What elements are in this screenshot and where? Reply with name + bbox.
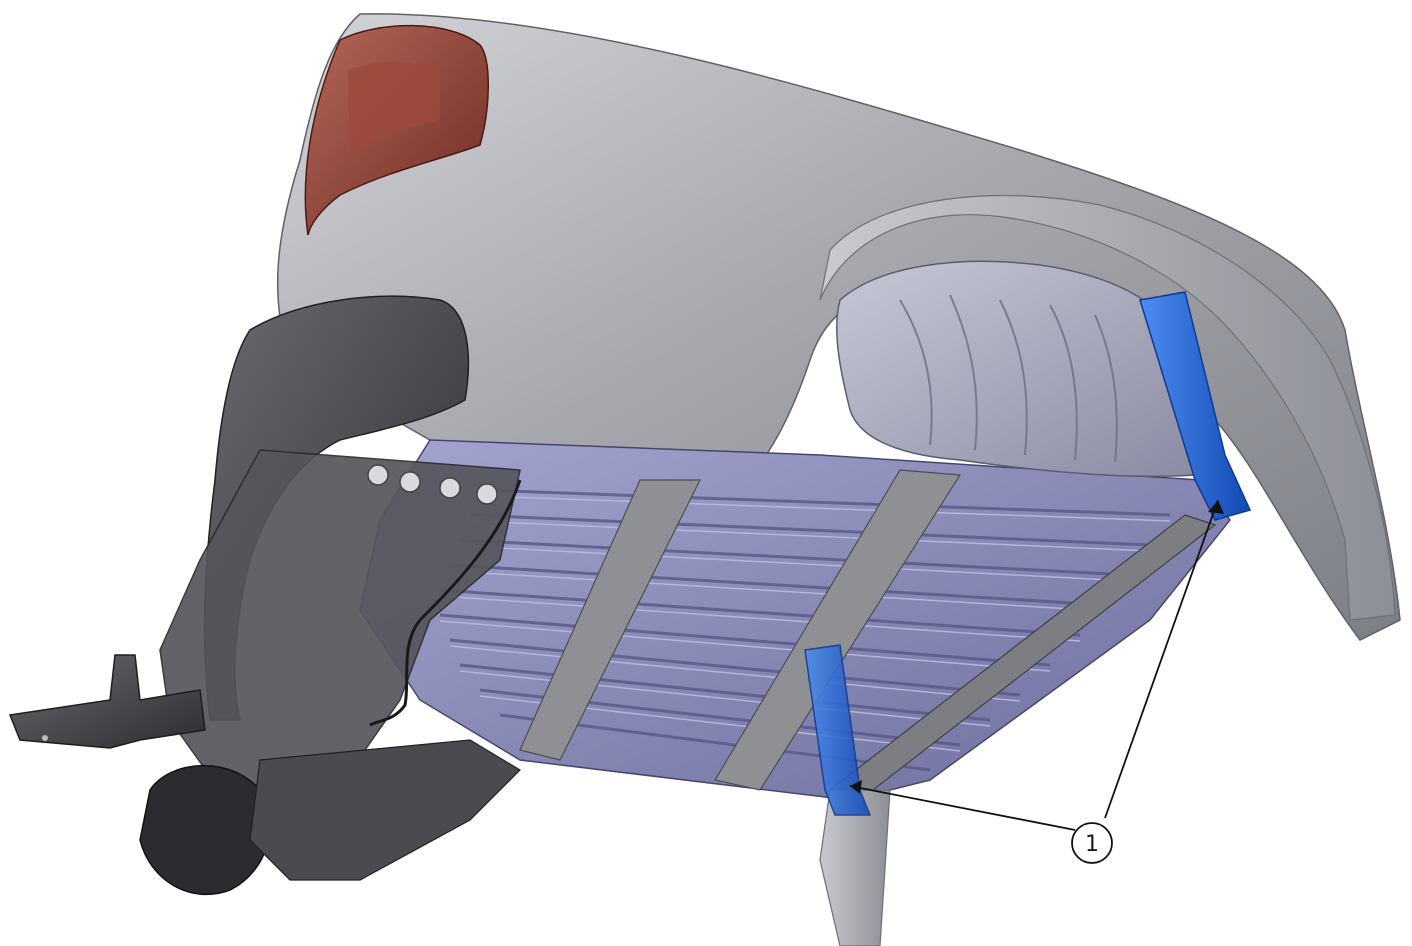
- rear-bumper-underside: [249, 739, 521, 881]
- hitch-pin-hole: [42, 735, 48, 741]
- tie-down-bolts: [367, 464, 498, 505]
- wiring-harness: [369, 479, 522, 727]
- wheel-arch-rim: [819, 194, 1396, 621]
- leader-arrowhead-upper: [1208, 500, 1224, 514]
- callout-circle: [1071, 822, 1113, 864]
- reinforcement-bracket-lower: [804, 644, 872, 816]
- floor-rib-highlights: [439, 495, 1171, 752]
- leader-line-lower: [849, 785, 1076, 831]
- cross-member-front: [519, 479, 701, 761]
- trailer-hitch-receiver: [8, 654, 206, 749]
- tail-light-lens-inner: [348, 61, 440, 155]
- callout-label: 1: [1085, 832, 1099, 857]
- front-support-pillar: [819, 789, 891, 946]
- spare-tire-housing: [139, 764, 271, 896]
- reinforcement-bracket-upper: [1139, 291, 1252, 521]
- leader-arrowhead-lower: [850, 780, 862, 794]
- leader-line-upper: [1104, 499, 1219, 819]
- wheel-well-ribs: [899, 294, 1118, 463]
- cross-member-mid: [714, 469, 962, 791]
